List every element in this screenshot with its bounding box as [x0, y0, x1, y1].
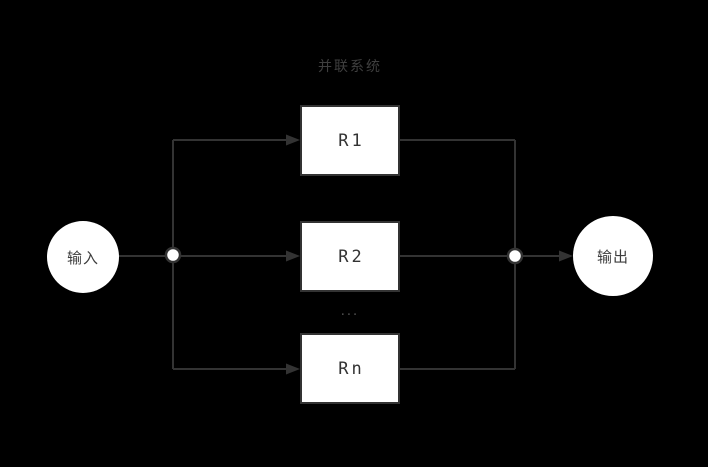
blocks-ellipsis: ... [340, 304, 360, 319]
block-rn-label: Rn [338, 358, 365, 379]
block-r2-label: R2 [338, 246, 365, 267]
arrowhead-icon [286, 363, 300, 375]
input-node-label: 输入 [66, 248, 99, 267]
arrowhead-icon [559, 250, 573, 262]
wire-junction-to-output [523, 250, 573, 262]
wire-junction-to-r2 [181, 250, 300, 262]
block-r1: R1 [300, 105, 400, 176]
block-rn: Rn [300, 333, 400, 404]
wire-junction-to-rn [173, 363, 300, 375]
junction-dot-left [164, 246, 182, 264]
block-r1-label: R1 [338, 130, 365, 151]
block-r2: R2 [300, 221, 400, 292]
wire-junction-to-r1 [173, 134, 300, 146]
input-node: 输入 [47, 221, 119, 293]
arrowhead-icon [286, 250, 300, 262]
junction-dot-right [506, 247, 524, 265]
diagram-title: 并联系统 [318, 59, 382, 75]
output-node-label: 输出 [596, 247, 629, 266]
arrowhead-icon [286, 134, 300, 146]
output-node: 输出 [573, 216, 653, 296]
